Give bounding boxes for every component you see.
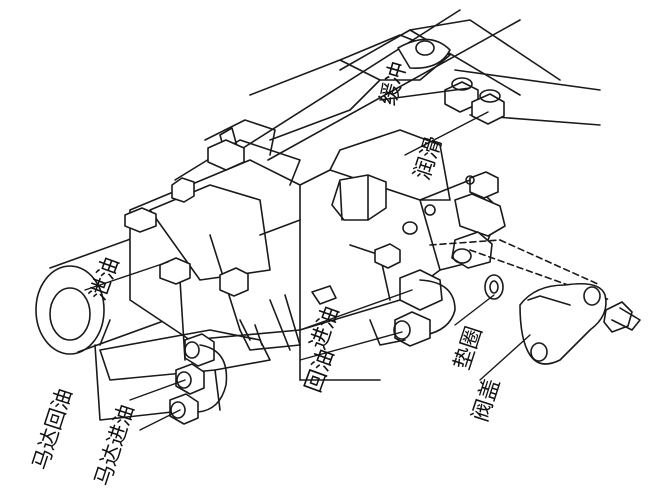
center-fittings xyxy=(311,269,456,347)
leader-lines xyxy=(84,87,531,431)
base-block xyxy=(99,294,301,411)
valve-cover xyxy=(519,282,607,365)
main-housing xyxy=(94,34,501,421)
cover-bolt xyxy=(603,301,641,333)
hex-bolts xyxy=(124,38,499,297)
gasket xyxy=(484,274,504,300)
motor-fittings xyxy=(169,333,228,425)
